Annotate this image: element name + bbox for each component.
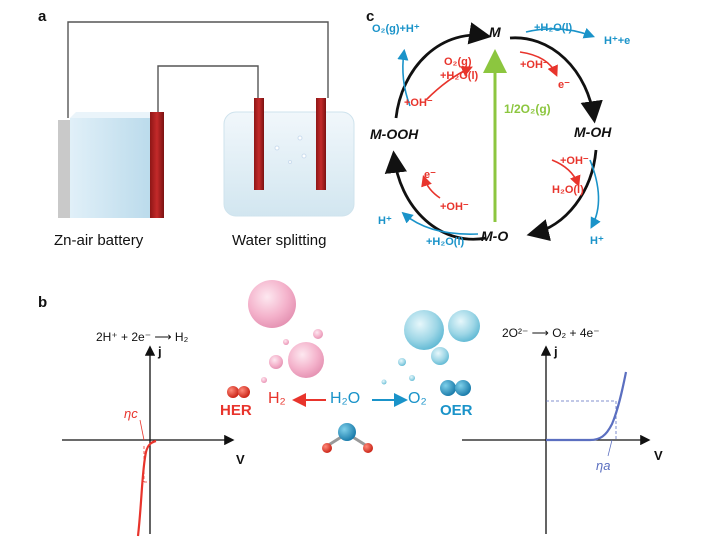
o2-bubble: [404, 310, 444, 350]
panel-b: [62, 280, 651, 537]
water-splitting-cell: [223, 98, 355, 217]
h2o-molecule: [322, 423, 373, 453]
blue-arrow-top-right: [525, 27, 595, 39]
label-oh-top-left: +OH⁻: [404, 97, 433, 109]
o2-molecule: [440, 380, 471, 396]
red-arrow-right: [551, 159, 581, 187]
node-m-o: M-O: [481, 228, 509, 244]
wire-outer: [67, 21, 329, 118]
label-h2o-top-right: +H₂O(l): [534, 22, 573, 34]
blue-arrow-top-left: [397, 48, 411, 107]
cycle-arrow-top-left: [394, 22, 492, 119]
water-tank: [223, 111, 355, 217]
oer-label: OER: [440, 402, 473, 419]
o2-bubble: [381, 379, 387, 385]
panel-letter-c: c: [366, 8, 375, 25]
oer-curve: [546, 371, 628, 442]
h2-molecule: [227, 386, 250, 398]
label-h-plus-bottom-left: H⁺: [378, 215, 392, 227]
label-h2o-bottom-left: +H₂O(l): [426, 236, 465, 248]
electrolyte-top: [70, 112, 160, 118]
node-m: M: [489, 24, 501, 40]
label-oh-top-right: +OH⁻: [520, 59, 549, 71]
label-e-top-right: e⁻: [558, 79, 570, 91]
eta-a-pointer: [607, 439, 613, 457]
cathode-electrode: [254, 98, 264, 190]
panel-letter-b: b: [38, 294, 48, 311]
h2o-label: H₂O: [330, 390, 361, 407]
o2-bubble: [398, 358, 406, 366]
o2-bubble: [431, 347, 449, 365]
zn-air-battery: [58, 112, 164, 218]
label-h-plus-e: H⁺+e: [604, 35, 631, 47]
panel-a: [58, 21, 355, 218]
wire-inner: [157, 65, 259, 112]
label-o2-gas: O₂(g): [444, 56, 472, 68]
eta-a-label: ηa: [596, 458, 611, 473]
h2-bubble: [261, 377, 267, 383]
her-curve: [136, 439, 157, 537]
blue-arrow-bottom-left: [401, 211, 479, 235]
cycle-arrow-bottom-right: [526, 149, 598, 241]
label-oh-right: +OH⁻: [560, 155, 589, 167]
panel-letter-a: a: [38, 8, 47, 25]
anode-electrode: [316, 98, 326, 190]
eta-c-label: ηc: [124, 406, 138, 421]
blue-arrow-right: [589, 159, 601, 229]
water-splitting-label: Water splitting: [232, 232, 327, 249]
label-e-bottom-left: e⁻: [424, 169, 436, 181]
red-arrow-top-left: [425, 66, 473, 101]
gas-bubble: [297, 135, 303, 141]
her-label: HER: [220, 402, 252, 419]
cycle-arrow-top-right: [509, 36, 603, 124]
her-j-label: j: [158, 344, 162, 359]
gas-bubble: [288, 160, 292, 164]
electrolyte: [70, 118, 154, 218]
h2-bubble: [288, 342, 324, 378]
o2-release-label: 1/2O₂(g): [504, 102, 551, 116]
label-oh-bottom-left: +OH⁻: [440, 201, 469, 213]
panel-c: [384, 22, 603, 241]
h2-label: H₂: [268, 390, 286, 407]
o2-bubble: [448, 310, 480, 342]
her-equation: 2H⁺ + 2e⁻ ⟶ H₂: [96, 330, 189, 344]
cycle-arrow-bottom-left: [384, 150, 487, 241]
gas-bubble: [274, 145, 280, 151]
zn-electrode: [58, 120, 70, 218]
her-v-label: V: [236, 452, 245, 467]
label-h2o-right: H₂O(l): [552, 184, 584, 196]
node-m-oh: M-OH: [574, 124, 612, 140]
air-electrode: [150, 112, 164, 218]
oer-j-label: j: [554, 344, 558, 359]
eta-c-pointer: [139, 419, 145, 441]
battery-label: Zn-air battery: [54, 232, 144, 249]
oer-v-label: V: [654, 448, 663, 463]
label-h2o-l: +H₂O(l): [440, 70, 479, 82]
red-arrow-bottom-left: [421, 174, 441, 199]
gas-bubble: [301, 153, 307, 159]
oer-equation: 2O²⁻ ⟶ O₂ + 4e⁻: [502, 326, 600, 340]
node-m-ooh: M-OOH: [370, 126, 419, 142]
h2-bubble: [283, 339, 289, 345]
label-h-plus-right: H⁺: [590, 235, 604, 247]
o2-label: O₂: [408, 390, 427, 407]
red-arrow-top-right: [519, 51, 558, 77]
label-o2-h-plus: O₂(g)+H⁺: [372, 23, 420, 35]
h2-bubble: [269, 355, 283, 369]
o2-bubble: [409, 375, 415, 381]
h2-bubble: [313, 329, 323, 339]
h2-bubble: [248, 280, 296, 328]
